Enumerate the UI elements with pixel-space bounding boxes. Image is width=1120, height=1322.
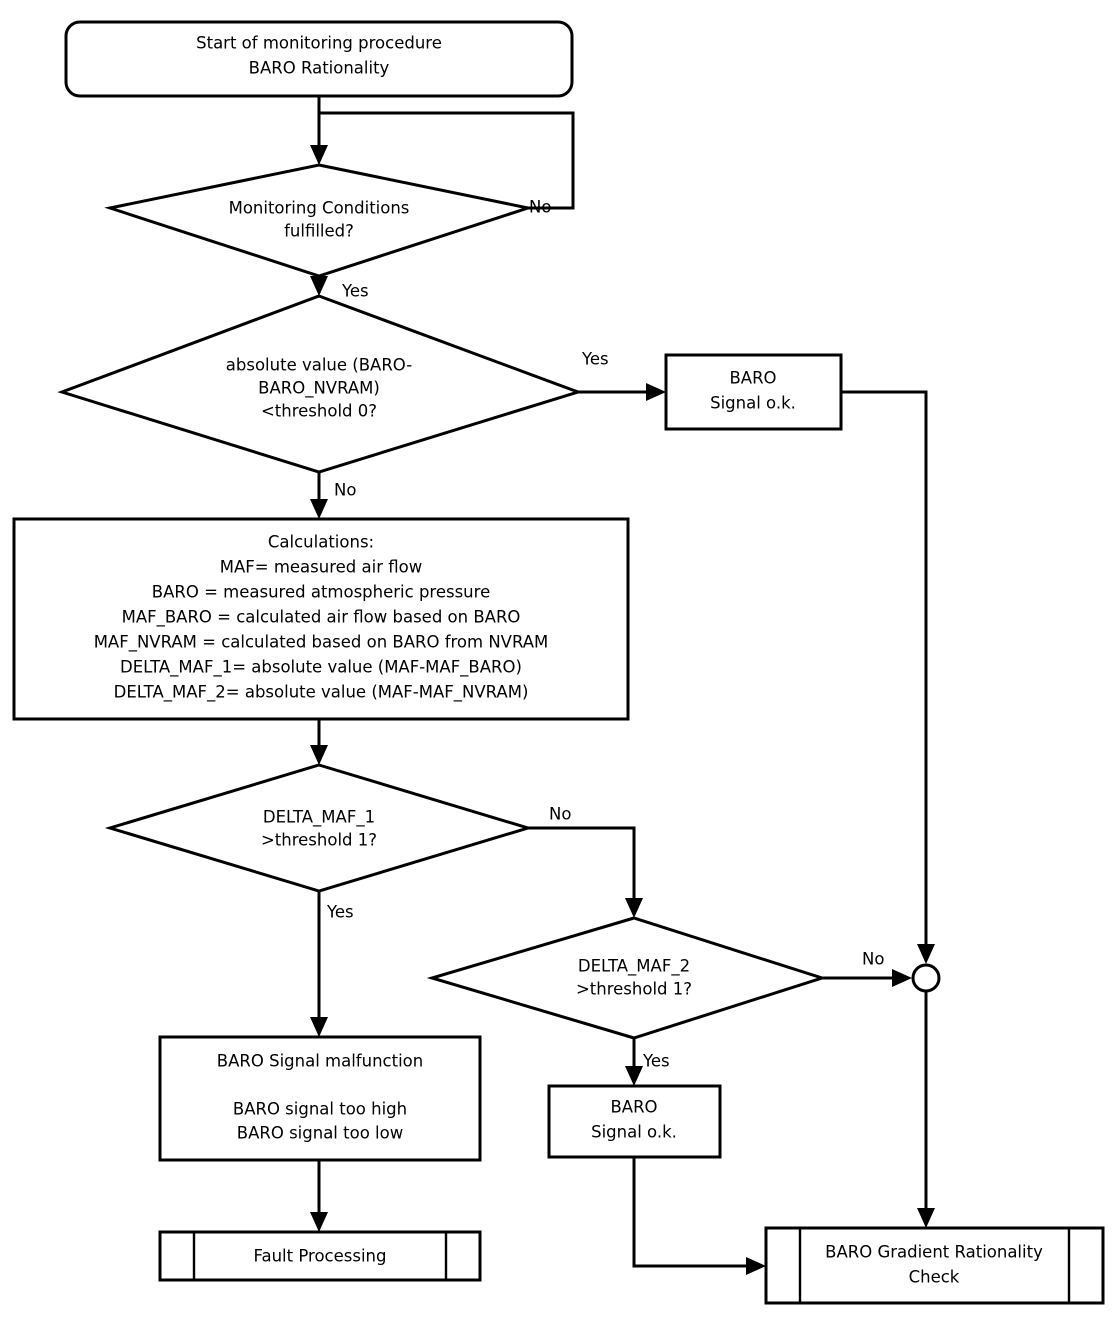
node-baro-gradient-rationality-check[interactable]: BARO Gradient Rationality Check	[764, 1226, 1105, 1305]
abs-value-check-shape	[57, 294, 583, 474]
node-merge-connector[interactable]	[911, 963, 941, 993]
calculations-line4: MAF_BARO = calculated air flow based on …	[122, 608, 521, 628]
edge-absvalue-yes	[578, 383, 666, 401]
edge-label-absvalue-yes: Yes	[581, 350, 609, 369]
node-start[interactable]: Start of monitoring procedure BARO Ratio…	[64, 20, 574, 98]
baro-signal-ok-top-shape	[664, 353, 843, 431]
edge-label-monitoring-yes: Yes	[341, 282, 369, 301]
edge-label-absvalue-no: No	[334, 481, 356, 500]
edge-label-delta2-yes: Yes	[642, 1052, 670, 1071]
calculations-line7: DELTA_MAF_2= absolute value (MAF-MAF_NVR…	[114, 683, 529, 703]
baro-signal-ok-top-line2: Signal o.k.	[710, 394, 796, 413]
edge-delta1-yes	[310, 891, 328, 1037]
baro-signal-ok-bottom-line2: Signal o.k.	[591, 1123, 677, 1142]
edge-delta1-no	[528, 826, 643, 918]
calculations-line3: BARO = measured atmospheric pressure	[152, 583, 490, 602]
delta-maf-2-check-line2: >threshold 1?	[576, 980, 692, 999]
edge-merge-to-gradient	[917, 992, 935, 1228]
edge-malfunction-to-fault	[310, 1160, 328, 1232]
abs-value-check-line3: <threshold 0?	[261, 402, 377, 421]
start-shape	[64, 20, 574, 98]
merge-connector-circle	[911, 963, 941, 993]
baro-gradient-line2: Check	[909, 1268, 960, 1287]
node-delta-maf-1-check[interactable]: DELTA_MAF_1 >threshold 1?	[104, 763, 534, 893]
edge-label-delta2-no: No	[862, 950, 884, 969]
calculations-line5: MAF_NVRAM = calculated based on BARO fro…	[94, 633, 549, 653]
edge-calculations-to-delta1	[310, 719, 328, 765]
start-line1: Start of monitoring procedure	[196, 34, 442, 53]
monitoring-conditions-shape	[104, 163, 534, 278]
baro-signal-ok-bottom-line1: BARO	[610, 1098, 657, 1117]
edge-baro-ok-bottom-to-gradient	[632, 1157, 766, 1275]
baro-signal-ok-bottom-shape	[547, 1084, 722, 1159]
node-monitoring-conditions[interactable]: Monitoring Conditions fulfilled?	[104, 163, 534, 278]
fault-processing-shape	[158, 1230, 482, 1282]
delta-maf-1-check-shape	[104, 763, 534, 893]
baro-signal-malfunction-line3: BARO signal too low	[237, 1124, 403, 1143]
calculations-line6: DELTA_MAF_1= absolute value (MAF-MAF_BAR…	[120, 658, 522, 678]
baro-signal-malfunction-shape	[158, 1035, 482, 1162]
node-delta-maf-2-check[interactable]: DELTA_MAF_2 >threshold 1?	[426, 916, 827, 1040]
edge-delta2-no	[822, 969, 912, 987]
edge-label-monitoring-no: No	[529, 198, 551, 217]
delta-maf-1-check-line1: DELTA_MAF_1	[263, 808, 375, 828]
baro-gradient-line1: BARO Gradient Rationality	[825, 1243, 1043, 1262]
edge-baro-ok-top-to-merge	[841, 390, 935, 964]
delta-maf-1-check-line2: >threshold 1?	[261, 831, 377, 850]
edge-monitoring-yes	[310, 276, 328, 296]
edge-label-delta1-no: No	[549, 805, 571, 824]
node-calculations[interactable]: Calculations: MAF= measured air flow BAR…	[12, 517, 630, 721]
start-line2: BARO Rationality	[249, 59, 390, 78]
baro-signal-malfunction-line1: BARO Signal malfunction	[217, 1052, 423, 1071]
baro-gradient-rationality-check-shape	[764, 1226, 1105, 1305]
edge-start-to-monitoring	[310, 96, 328, 165]
calculations-shape	[12, 517, 630, 721]
node-baro-signal-malfunction[interactable]: BARO Signal malfunction BARO signal too …	[158, 1035, 482, 1162]
node-baro-signal-ok-bottom[interactable]: BARO Signal o.k.	[547, 1084, 722, 1159]
abs-value-check-line2: BARO_NVRAM)	[258, 379, 380, 399]
node-baro-signal-ok-top[interactable]: BARO Signal o.k.	[664, 353, 843, 431]
node-abs-value-check[interactable]: absolute value (BARO- BARO_NVRAM) <thres…	[57, 294, 583, 474]
edge-label-delta1-yes: Yes	[326, 903, 354, 922]
edge-monitoring-no-loop	[319, 111, 575, 210]
node-fault-processing[interactable]: Fault Processing	[158, 1230, 482, 1282]
edge-delta2-yes	[625, 1038, 643, 1086]
delta-maf-2-check-shape	[426, 916, 827, 1040]
fault-processing-line1: Fault Processing	[254, 1247, 387, 1266]
monitoring-conditions-line1: Monitoring Conditions	[229, 199, 410, 218]
monitoring-conditions-line2: fulfilled?	[284, 222, 354, 241]
baro-signal-malfunction-line2: BARO signal too high	[233, 1100, 407, 1119]
calculations-line2: MAF= measured air flow	[220, 558, 422, 577]
delta-maf-2-check-line1: DELTA_MAF_2	[578, 957, 690, 977]
edge-absvalue-no	[310, 472, 328, 519]
baro-signal-ok-top-line1: BARO	[729, 369, 776, 388]
calculations-line1: Calculations:	[268, 533, 374, 552]
abs-value-check-line1: absolute value (BARO-	[226, 356, 412, 375]
